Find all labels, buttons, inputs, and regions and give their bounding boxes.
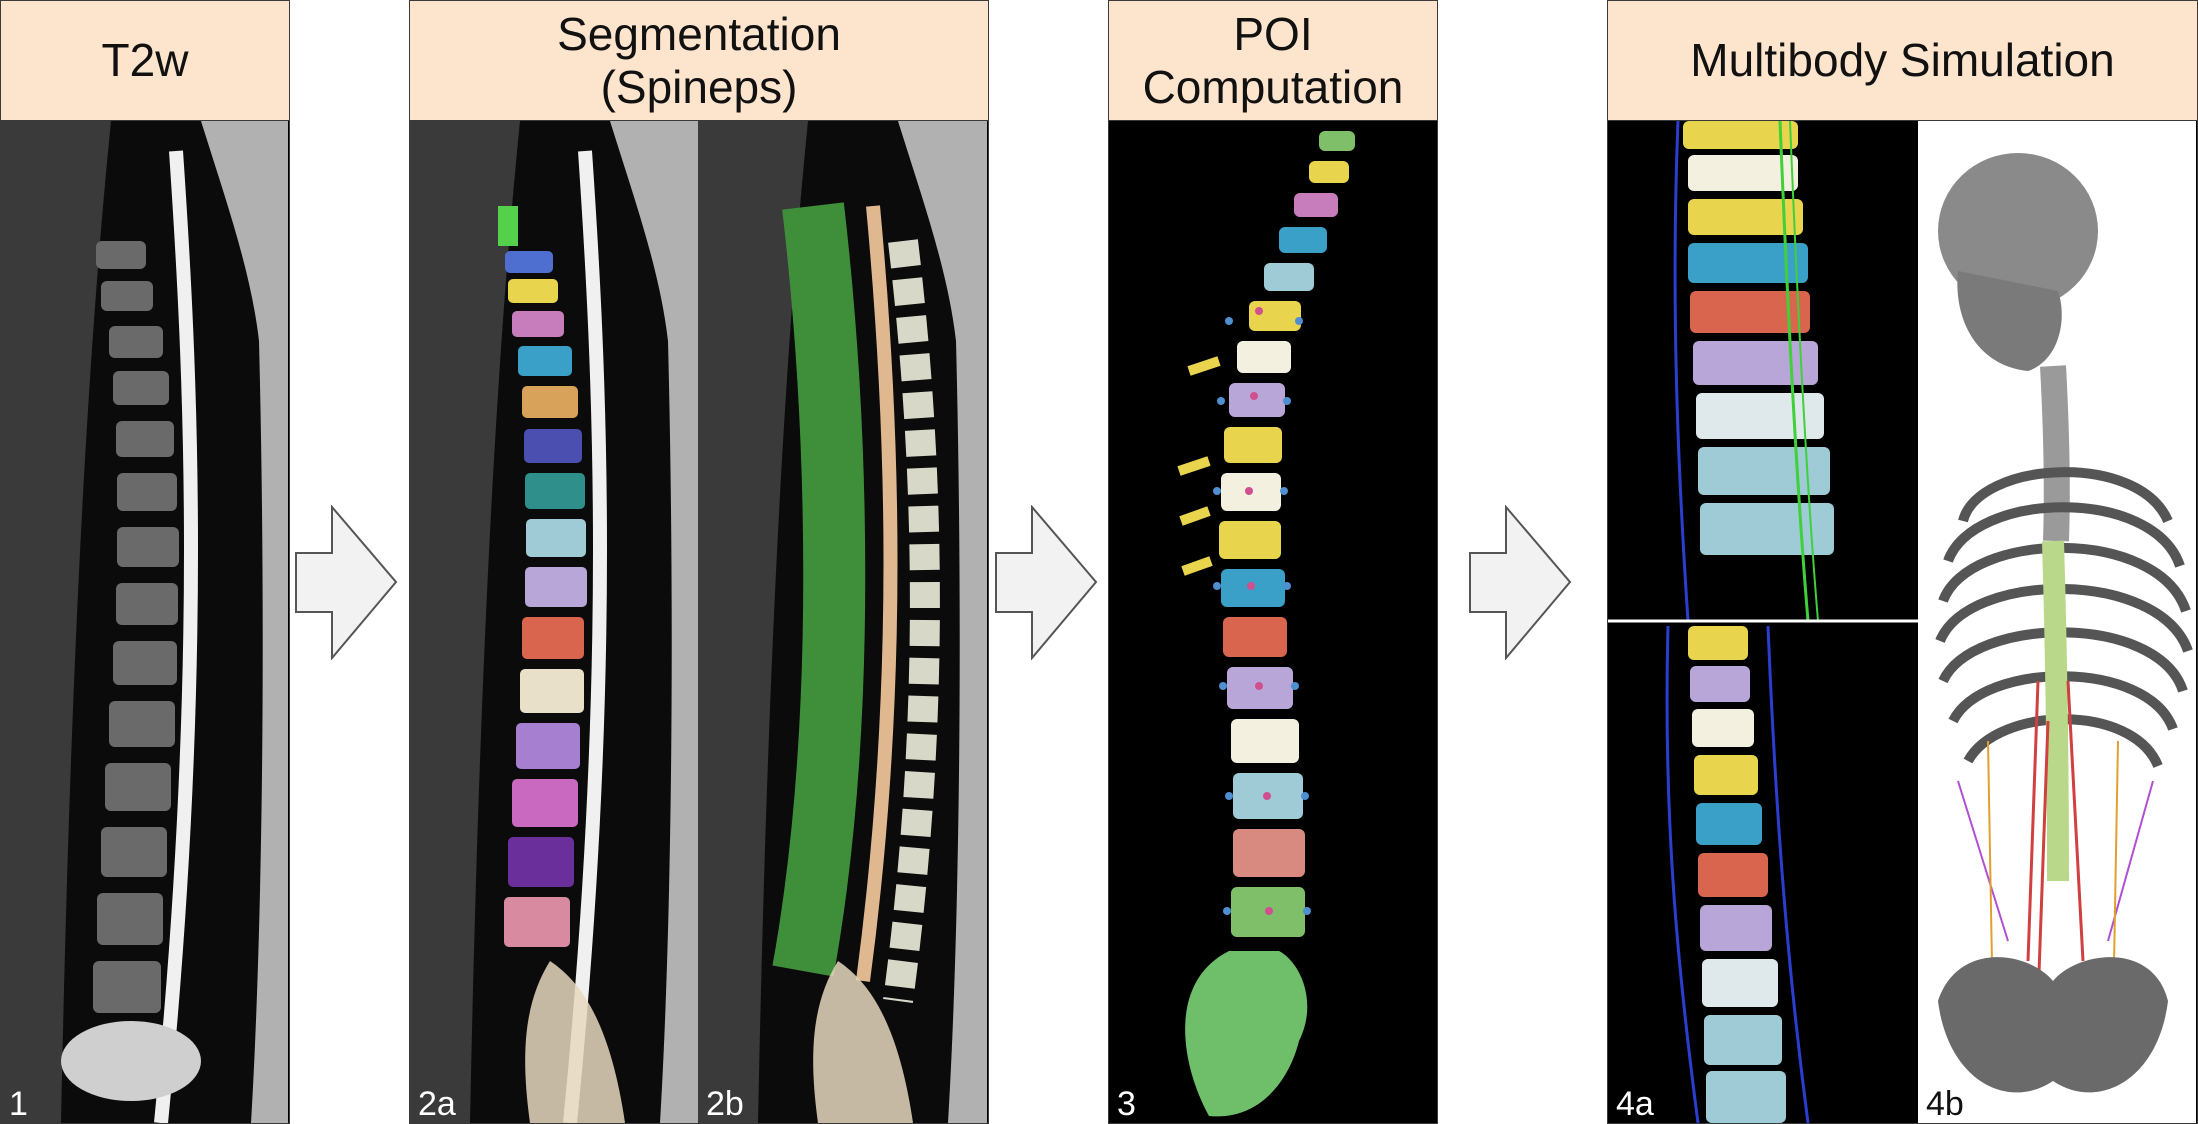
segmentation-image-2b: 2b xyxy=(698,121,987,1123)
stage-poi-computation: POI Computation xyxy=(1108,0,1438,1124)
poi-spine-render: 3 xyxy=(1109,121,1436,1123)
panel-label-4b: 4b xyxy=(1926,1085,1964,1123)
arrow-right-2 xyxy=(995,505,1098,660)
mri-t2w-graphic xyxy=(1,121,288,1123)
stage-header-multibody: Multibody Simulation xyxy=(1608,1,2197,121)
arrow-right-1 xyxy=(295,505,398,660)
panel-label-3: 3 xyxy=(1117,1085,1136,1123)
segmentation-2a-graphic xyxy=(410,121,698,1123)
panel-label-1: 1 xyxy=(9,1085,28,1123)
stage-header-segmentation: Segmentation (Spineps) xyxy=(410,1,988,121)
stage-multibody-simulation: Multibody Simulation xyxy=(1607,0,2198,1124)
stage-header-t2w: T2w xyxy=(1,1,289,121)
panel-label-2b: 2b xyxy=(706,1085,744,1123)
stage-header-poi: POI Computation xyxy=(1109,1,1437,121)
multibody-4a-graphic xyxy=(1608,121,1918,1123)
multibody-skeleton-render: 4b xyxy=(1918,121,2196,1123)
stage-segmentation: Segmentation (Spineps) 2a xyxy=(409,0,989,1124)
segmentation-2b-graphic xyxy=(698,121,987,1123)
poi-spine-graphic xyxy=(1109,121,1436,1123)
mri-t2w-image: 1 xyxy=(1,121,288,1123)
segmentation-image-2a: 2a xyxy=(410,121,698,1123)
stage-t2w: T2w 1 xyxy=(0,0,290,1124)
arrow-right-3 xyxy=(1469,505,1572,660)
multibody-spine-closeup: 4a xyxy=(1608,121,1918,1123)
panel-label-4a: 4a xyxy=(1616,1085,1654,1123)
multibody-4b-graphic xyxy=(1918,121,2196,1123)
panel-label-2a: 2a xyxy=(418,1085,456,1123)
